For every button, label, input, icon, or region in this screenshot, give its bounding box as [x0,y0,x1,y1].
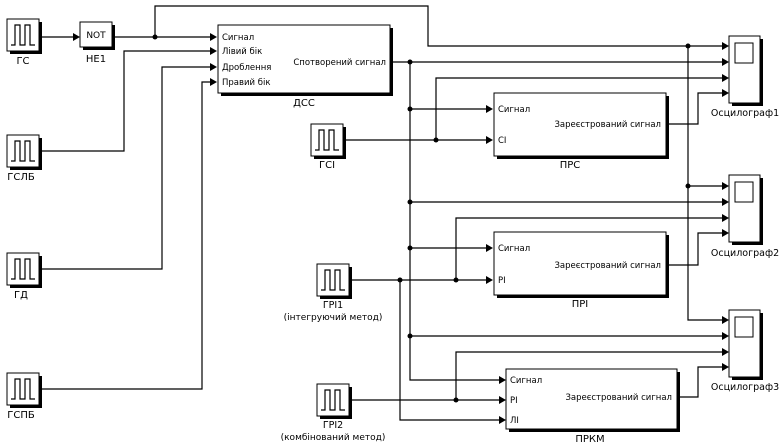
not-block[interactable]: NOT НЕ1 [79,21,115,65]
gslb-block[interactable]: ГСЛБ [6,134,42,183]
dss-block[interactable]: Сигнал Лівий бік Дроблення Правий бік Сп… [217,24,393,109]
osc1-block[interactable]: Осцилограф1 [711,35,779,119]
wire-gri2-osc3 [455,351,722,400]
osc2-block[interactable]: Осцилограф2 [711,174,779,259]
prs-output: Зареєстрований сигнал [554,120,661,130]
wire-arrowheads [73,33,729,424]
prkm-label: ПРКМ [575,434,604,445]
prs-label: ПРС [560,160,581,171]
wire-pri-osc2 [665,232,722,266]
pulse-icon [11,24,35,46]
dss-input-left: Лівий бік [222,47,262,57]
wire-prkm-osc3 [676,366,722,398]
dss-input-signal: Сигнал [222,33,254,43]
osc1-label: Осцилограф1 [711,108,779,119]
wire-gri1-prkm [399,280,499,421]
wire-gs-osc1 [154,5,722,47]
osc3-label: Осцилограф3 [711,382,779,393]
gri2-subtitle: (комбінований метод) [281,433,386,443]
gd-block[interactable]: ГД [6,252,42,301]
prs-input-signal: Сигнал [498,105,530,115]
pulse-icon [321,269,345,291]
gs-label: ГС [16,56,29,67]
gs-block[interactable]: ГС [6,18,42,67]
osc3-block[interactable]: Осцилограф3 [711,309,779,393]
connection-wires [40,5,722,421]
scope-screen-icon [734,181,754,203]
not-label: НЕ1 [86,54,106,65]
pri-block[interactable]: Сигнал РІ Зареєстрований сигнал ПРІ [493,231,669,310]
gri2-block[interactable]: ГРІ2 (комбінований метод) [281,383,386,443]
prkm-output: Зареєстрований сигнал [565,393,672,403]
pri-input-ri: РІ [498,276,506,286]
pulse-icon [11,140,35,162]
dss-input-right: Правий бік [222,78,271,88]
wire-gri1-osc2 [455,217,722,280]
scope-screen-icon [734,316,754,338]
prkm-input-li: ЛІ [510,416,519,426]
pulse-icon [11,378,35,400]
prkm-input-signal: Сигнал [510,376,542,386]
pri-output: Зареєстрований сигнал [554,261,661,271]
gri2-label: ГРІ2 [323,420,343,431]
pulse-icon [321,389,345,411]
wire-gd-dss [42,66,210,270]
gspb-block[interactable]: ГСПБ [6,372,42,421]
osc2-label: Осцилограф2 [711,248,779,259]
wire-gspb-dss [42,81,210,390]
dss-label: ДСС [293,98,315,109]
not-text: NOT [86,31,106,41]
gspb-label: ГСПБ [7,410,35,421]
gd-label: ГД [14,290,28,301]
wire-prs-osc1 [665,92,722,125]
wire-dss-bus [390,61,499,381]
prs-input-ci: СІ [498,136,506,146]
gri1-subtitle: (інтегруючий метод) [284,313,383,323]
dss-output: Спотворений сигнал [293,58,386,68]
wire-osc-bus-3 [687,186,722,321]
pri-input-signal: Сигнал [498,244,530,254]
gsi-label: ГСІ [319,160,335,171]
scope-screen-icon [734,42,754,64]
prs-block[interactable]: Сигнал СІ Зареєстрований сигнал ПРС [493,92,669,171]
dss-input-drob: Дроблення [222,63,271,73]
gri1-block[interactable]: ГРІ1 (інтегруючий метод) [284,263,383,323]
wire-gslb-dss [42,50,210,152]
pri-label: ПРІ [572,299,589,310]
pulse-icon [11,258,35,280]
prkm-input-ri: РІ [510,396,518,406]
gslb-label: ГСЛБ [7,172,35,183]
gri1-label: ГРІ1 [323,300,343,311]
prkm-block[interactable]: Сигнал РІ ЛІ Зареєстрований сигнал ПРКМ [505,368,680,445]
gsi-block[interactable]: ГСІ [310,123,346,171]
wire-junctions [152,34,691,403]
wire-gsi-osc1 [435,77,722,140]
pulse-icon [315,129,339,151]
